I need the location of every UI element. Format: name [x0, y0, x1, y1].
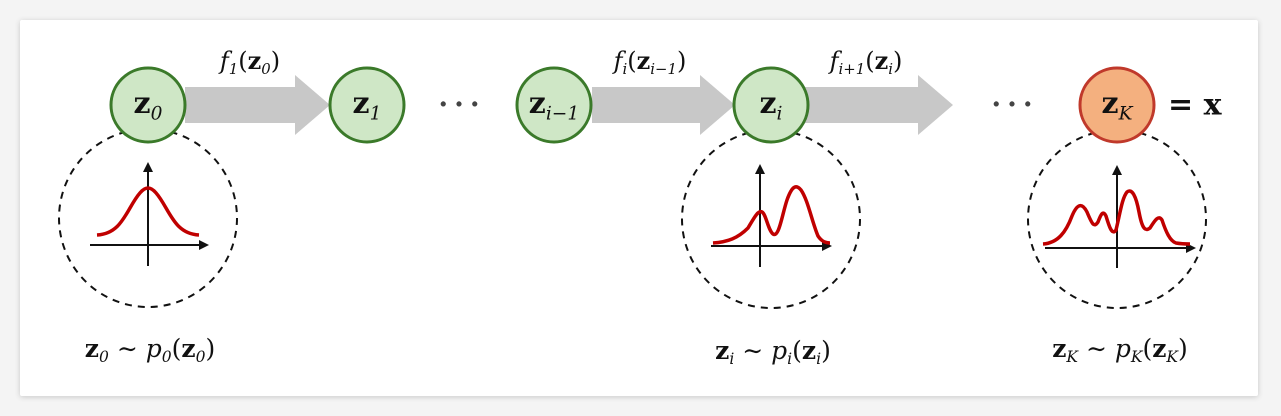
diagram-card	[20, 20, 1258, 396]
node-zi	[732, 66, 810, 144]
ellipsis-1: ···	[438, 87, 486, 121]
arrow-fi	[592, 75, 735, 135]
ellipsis-2: ···	[991, 87, 1039, 121]
arrow-label-fi: fi(zi−1)	[613, 45, 687, 79]
arrow-f1	[185, 75, 330, 135]
plot-z0	[90, 162, 209, 266]
node-label-z1: z1	[352, 85, 382, 125]
arrow-label-fi1: fi+1(zi)	[829, 45, 903, 79]
plot-zK	[1042, 165, 1196, 268]
dist-label-z0: z0 ∼ p0(z0)	[84, 333, 216, 367]
node-label-zi-1: zi−1	[528, 85, 580, 125]
node-label-z0: z0	[133, 85, 163, 125]
dist-circle-zi	[681, 129, 861, 309]
node-label-zK: zK	[1101, 85, 1133, 125]
node-zi-1	[515, 66, 593, 144]
dist-label-zi: zi ∼ pi(zi)	[715, 335, 831, 369]
curve-unimodal	[96, 186, 200, 237]
arrow-fi1	[784, 75, 953, 135]
node-z1	[328, 66, 406, 144]
node-label-zi: zi	[759, 85, 783, 125]
curve-multimodal	[1042, 189, 1191, 246]
node-zK	[1078, 66, 1156, 144]
curve-bimodal	[712, 185, 831, 245]
node-z0	[109, 66, 187, 144]
final-equals-label: = x	[1168, 87, 1222, 123]
dist-label-zK: zK ∼ pK(zK)	[1052, 333, 1188, 367]
arrow-label-f1: f1(z0)	[219, 45, 281, 79]
plot-zi	[711, 164, 832, 267]
